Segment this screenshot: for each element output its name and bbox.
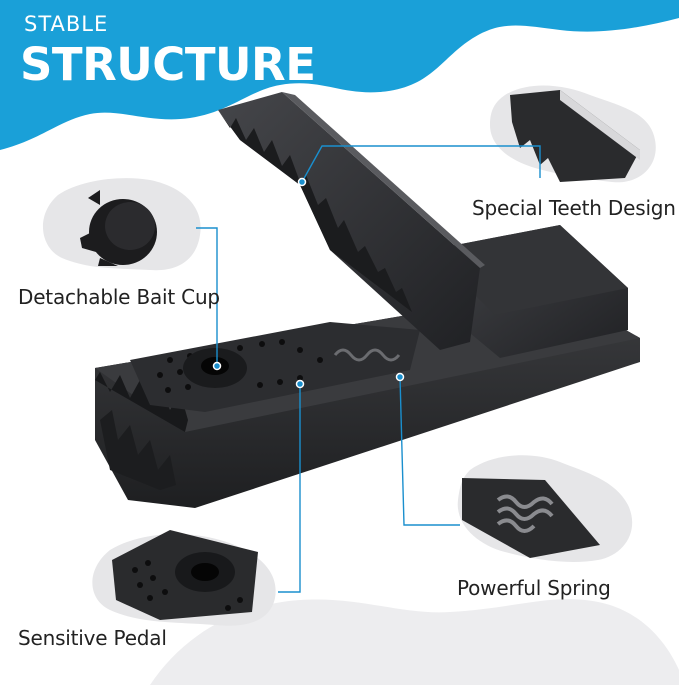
spring-callout-label: Powerful Spring bbox=[457, 576, 611, 600]
teeth-leader-line bbox=[301, 145, 541, 183]
jaw-highlight bbox=[282, 92, 485, 268]
leader-lines bbox=[196, 145, 541, 593]
teeth-callout-label: Special Teeth Design bbox=[472, 196, 676, 220]
pedal-callout-label: Sensitive Pedal bbox=[18, 626, 167, 650]
bait-cup-leader-line bbox=[196, 227, 218, 366]
pedal-leader-line bbox=[278, 384, 301, 593]
bottom-gray-blob bbox=[150, 599, 679, 685]
jaw-teeth bbox=[218, 110, 412, 312]
teeth-detail-edge bbox=[560, 90, 640, 160]
header-line-1: STABLE bbox=[24, 12, 109, 36]
header-line-2: STRUCTURE bbox=[20, 38, 316, 91]
rear-housing-top bbox=[430, 225, 628, 315]
spring-leader-line bbox=[399, 376, 460, 526]
front-teeth-row bbox=[95, 372, 188, 432]
pedal-detail-icon bbox=[112, 530, 258, 620]
header-wave-background bbox=[0, 0, 679, 150]
bait-cup-callout-label: Detachable Bait Cup bbox=[18, 285, 220, 309]
tray-side-teeth bbox=[100, 410, 176, 490]
bait-cup-detail-icon bbox=[80, 190, 157, 266]
trap-spring bbox=[333, 348, 401, 362]
teeth-detail-icon bbox=[510, 90, 640, 182]
spring-detail-icon bbox=[462, 478, 600, 558]
pedal-plate bbox=[130, 322, 420, 412]
trap-jaw-arm bbox=[218, 92, 480, 350]
